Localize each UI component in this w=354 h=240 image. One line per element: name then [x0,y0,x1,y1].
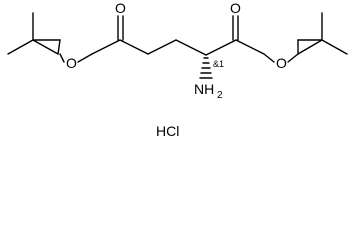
bond [32,39,59,55]
bond [235,39,265,55]
bond [147,39,177,55]
ester-oxygen-left: O [66,55,77,71]
carbonyl-oxygen-left: O [115,0,126,16]
salt-label: HCl [156,123,180,139]
ester-oxygen-right: O [276,55,287,71]
bond [59,53,65,63]
amine-label: NH [194,81,214,97]
carbonyl-oxygen-right: O [230,0,241,16]
bond [321,39,348,55]
bond [91,39,121,55]
right-tert-butyl-group [297,12,348,55]
bond [57,39,61,55]
stereo-descriptor: &1 [213,59,224,69]
bond [263,53,275,63]
backbone-chain [119,39,237,56]
amine-subscript: 2 [217,90,223,101]
bond [7,39,34,55]
bond [119,39,149,55]
bond [77,53,93,63]
right-ester-group [232,15,299,63]
left-ester-group [59,15,124,63]
left-tert-butyl-group [7,12,61,55]
bond [287,53,299,63]
bond [175,39,207,56]
bond [205,39,237,56]
bond [297,39,323,55]
hashed-wedge-bond [199,57,213,79]
molecule-structure: O O O O &1 NH 2 [7,0,348,101]
